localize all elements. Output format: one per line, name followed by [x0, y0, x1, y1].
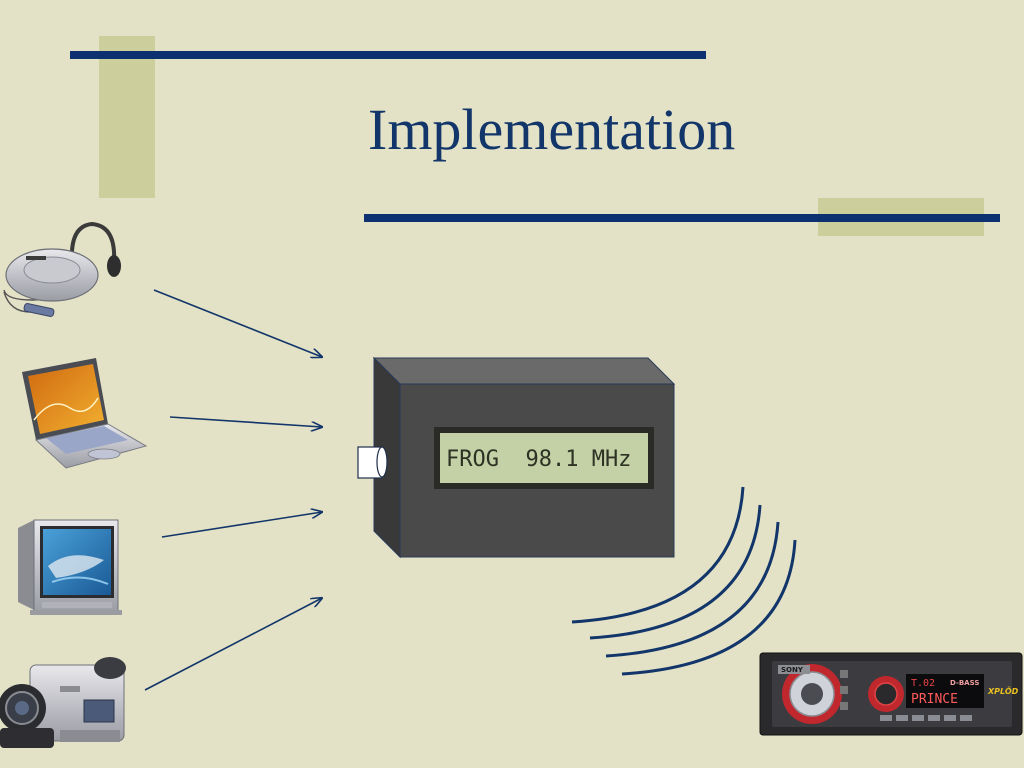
arrow-from-television	[161, 512, 322, 538]
stereo-brand-label: SONY	[781, 666, 804, 674]
navy-accent-line-top	[70, 51, 706, 59]
slide-title: Implementation	[368, 97, 736, 162]
stereo-xplod-sticker: XPLÖD	[987, 686, 1019, 696]
arrow-from-laptop	[169, 416, 322, 427]
stereo-track-readout: T.02	[911, 678, 935, 689]
radio-wave-icon	[571, 486, 797, 676]
portable-cd-player-with-headphones-icon	[3, 221, 121, 317]
navy-accent-line-bottom	[364, 214, 1000, 222]
car-stereo-icon: SONY T.02 PRINCE D-BASS XPLÖD	[759, 652, 1023, 736]
stereo-display-text: PRINCE	[911, 692, 958, 707]
laptop-computer-icon	[22, 358, 148, 469]
lcd-frequency-readout: FROG 98.1 MHz	[446, 447, 631, 472]
camcorder-icon	[0, 657, 126, 748]
stereo-dbass-badge: D-BASS	[950, 679, 979, 687]
olive-accent-bar-vertical	[99, 36, 155, 198]
arrow-from-cd-player	[153, 289, 322, 357]
crt-television-icon	[18, 519, 122, 615]
fm-transmitter-box-icon: FROG 98.1 MHz	[357, 356, 676, 559]
arrow-from-camcorder	[144, 598, 322, 691]
